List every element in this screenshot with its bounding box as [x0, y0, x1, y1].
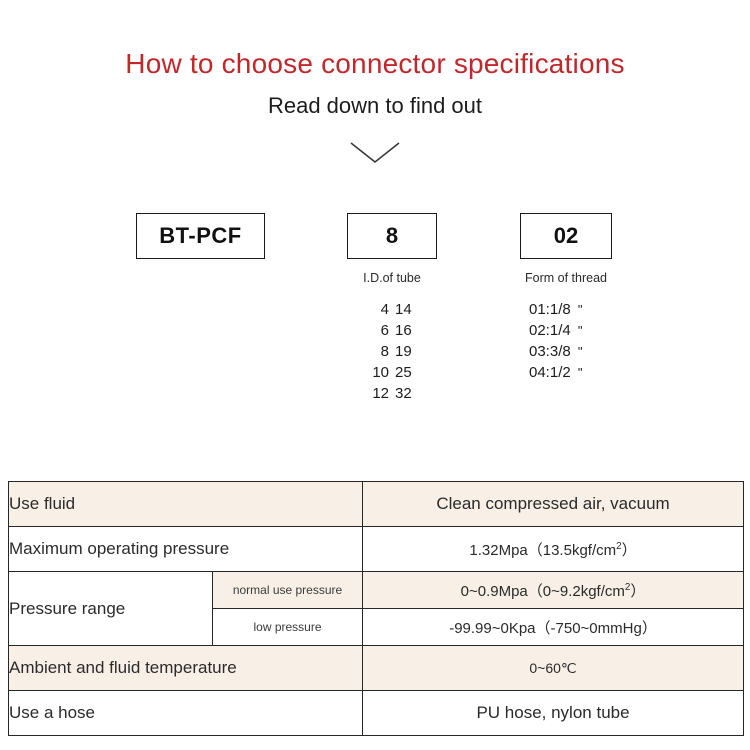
spec-value-temperature: 0~60℃ — [362, 645, 745, 691]
thread-code: 02:1/4 — [529, 322, 571, 339]
tube-id-left-value: 4 — [380, 301, 389, 318]
list-item: 02:1/4 " — [529, 320, 649, 341]
page-subtitle: Read down to find out — [267, 93, 483, 118]
table-row: Ambient and fluid temperature 0~60℃ — [7, 645, 745, 691]
list-item: 8 19 — [347, 341, 441, 362]
thread-option-list: 01:1/8 " 02:1/4 " 03:3/8 " 04:1/2 " — [529, 299, 649, 383]
value-exponent: 2 — [616, 540, 622, 552]
inch-symbol: " — [577, 365, 583, 380]
tube-id-left-value: 8 — [380, 343, 389, 360]
thread-code: 01:1/8 — [529, 301, 571, 318]
tube-id-code-box: 8 — [347, 213, 437, 259]
spec-label-pressure-range: Pressure range — [8, 571, 213, 646]
spec-label-use-a-hose: Use a hose — [7, 690, 364, 736]
table-row: Pressure range normal use pressure 0~0.9… — [8, 571, 745, 646]
table-row: Maximum operating pressure 1.32Mpa（13.5k… — [7, 526, 745, 572]
specification-table: Use fluid Clean compressed air, vacuum M… — [7, 481, 745, 736]
tube-id-right-value: 19 — [395, 343, 412, 360]
tube-id-right-value: 14 — [395, 301, 412, 318]
value-prefix: 0~0.9Mpa（0~9.2kgf/cm — [460, 582, 625, 600]
tube-id-right-value: 16 — [395, 322, 412, 339]
tube-id-right-value: 25 — [395, 364, 412, 381]
spec-sublabel-low-pressure: low pressure — [211, 608, 364, 646]
chevron-down-icon — [349, 140, 401, 166]
list-item: 10 25 — [347, 362, 441, 383]
tube-id-option-list: 4 14 6 16 8 19 10 25 12 32 — [347, 299, 441, 404]
spec-sublabel-normal-use-pressure: normal use pressure — [211, 571, 364, 609]
value-suffix: ） — [621, 541, 637, 559]
thread-code-box: 02 — [520, 213, 612, 259]
thread-caption: Form of thread — [525, 271, 607, 285]
spec-value-use-a-hose: PU hose, nylon tube — [362, 690, 745, 736]
value-suffix: ） — [630, 582, 646, 600]
spec-value-low-pressure: -99.99~0Kpa（-750~0mmHg） — [362, 608, 745, 646]
thread-code: 04:1/2 — [529, 364, 571, 381]
list-item: 03:3/8 " — [529, 341, 649, 362]
spec-value-use-fluid: Clean compressed air, vacuum — [362, 481, 745, 527]
page-title: How to choose connector specifications — [125, 48, 625, 79]
spec-label-temperature: Ambient and fluid temperature — [7, 645, 364, 691]
inch-symbol: " — [577, 323, 583, 338]
tube-id-caption: I.D.of tube — [363, 271, 421, 285]
spec-label-max-pressure: Maximum operating pressure — [7, 526, 364, 572]
inch-symbol: " — [577, 302, 583, 317]
value-exponent: 2 — [624, 581, 631, 593]
list-item: 12 32 — [347, 383, 441, 404]
tube-id-left-value: 10 — [372, 364, 389, 381]
list-item: 4 14 — [347, 299, 441, 320]
inch-symbol: " — [577, 344, 583, 359]
list-item: 6 16 — [347, 320, 441, 341]
list-item: 04:1/2 " — [529, 362, 649, 383]
spec-value-normal-use-pressure: 0~0.9Mpa（0~9.2kgf/cm2） — [362, 571, 745, 609]
list-item: 01:1/8 " — [529, 299, 649, 320]
tube-id-left-value: 12 — [372, 385, 389, 402]
series-code-box: BT-PCF — [136, 213, 265, 259]
spec-value-max-pressure: 1.32Mpa（13.5kgf/cm2） — [362, 526, 745, 572]
table-row: Use fluid Clean compressed air, vacuum — [7, 481, 745, 527]
tube-id-right-value: 32 — [395, 385, 412, 402]
thread-code: 03:3/8 — [529, 343, 571, 360]
table-row: Use a hose PU hose, nylon tube — [7, 690, 745, 736]
tube-id-left-value: 6 — [380, 322, 389, 339]
value-prefix: 1.32Mpa（13.5kgf/cm — [469, 541, 617, 559]
spec-label-use-fluid: Use fluid — [7, 481, 364, 527]
